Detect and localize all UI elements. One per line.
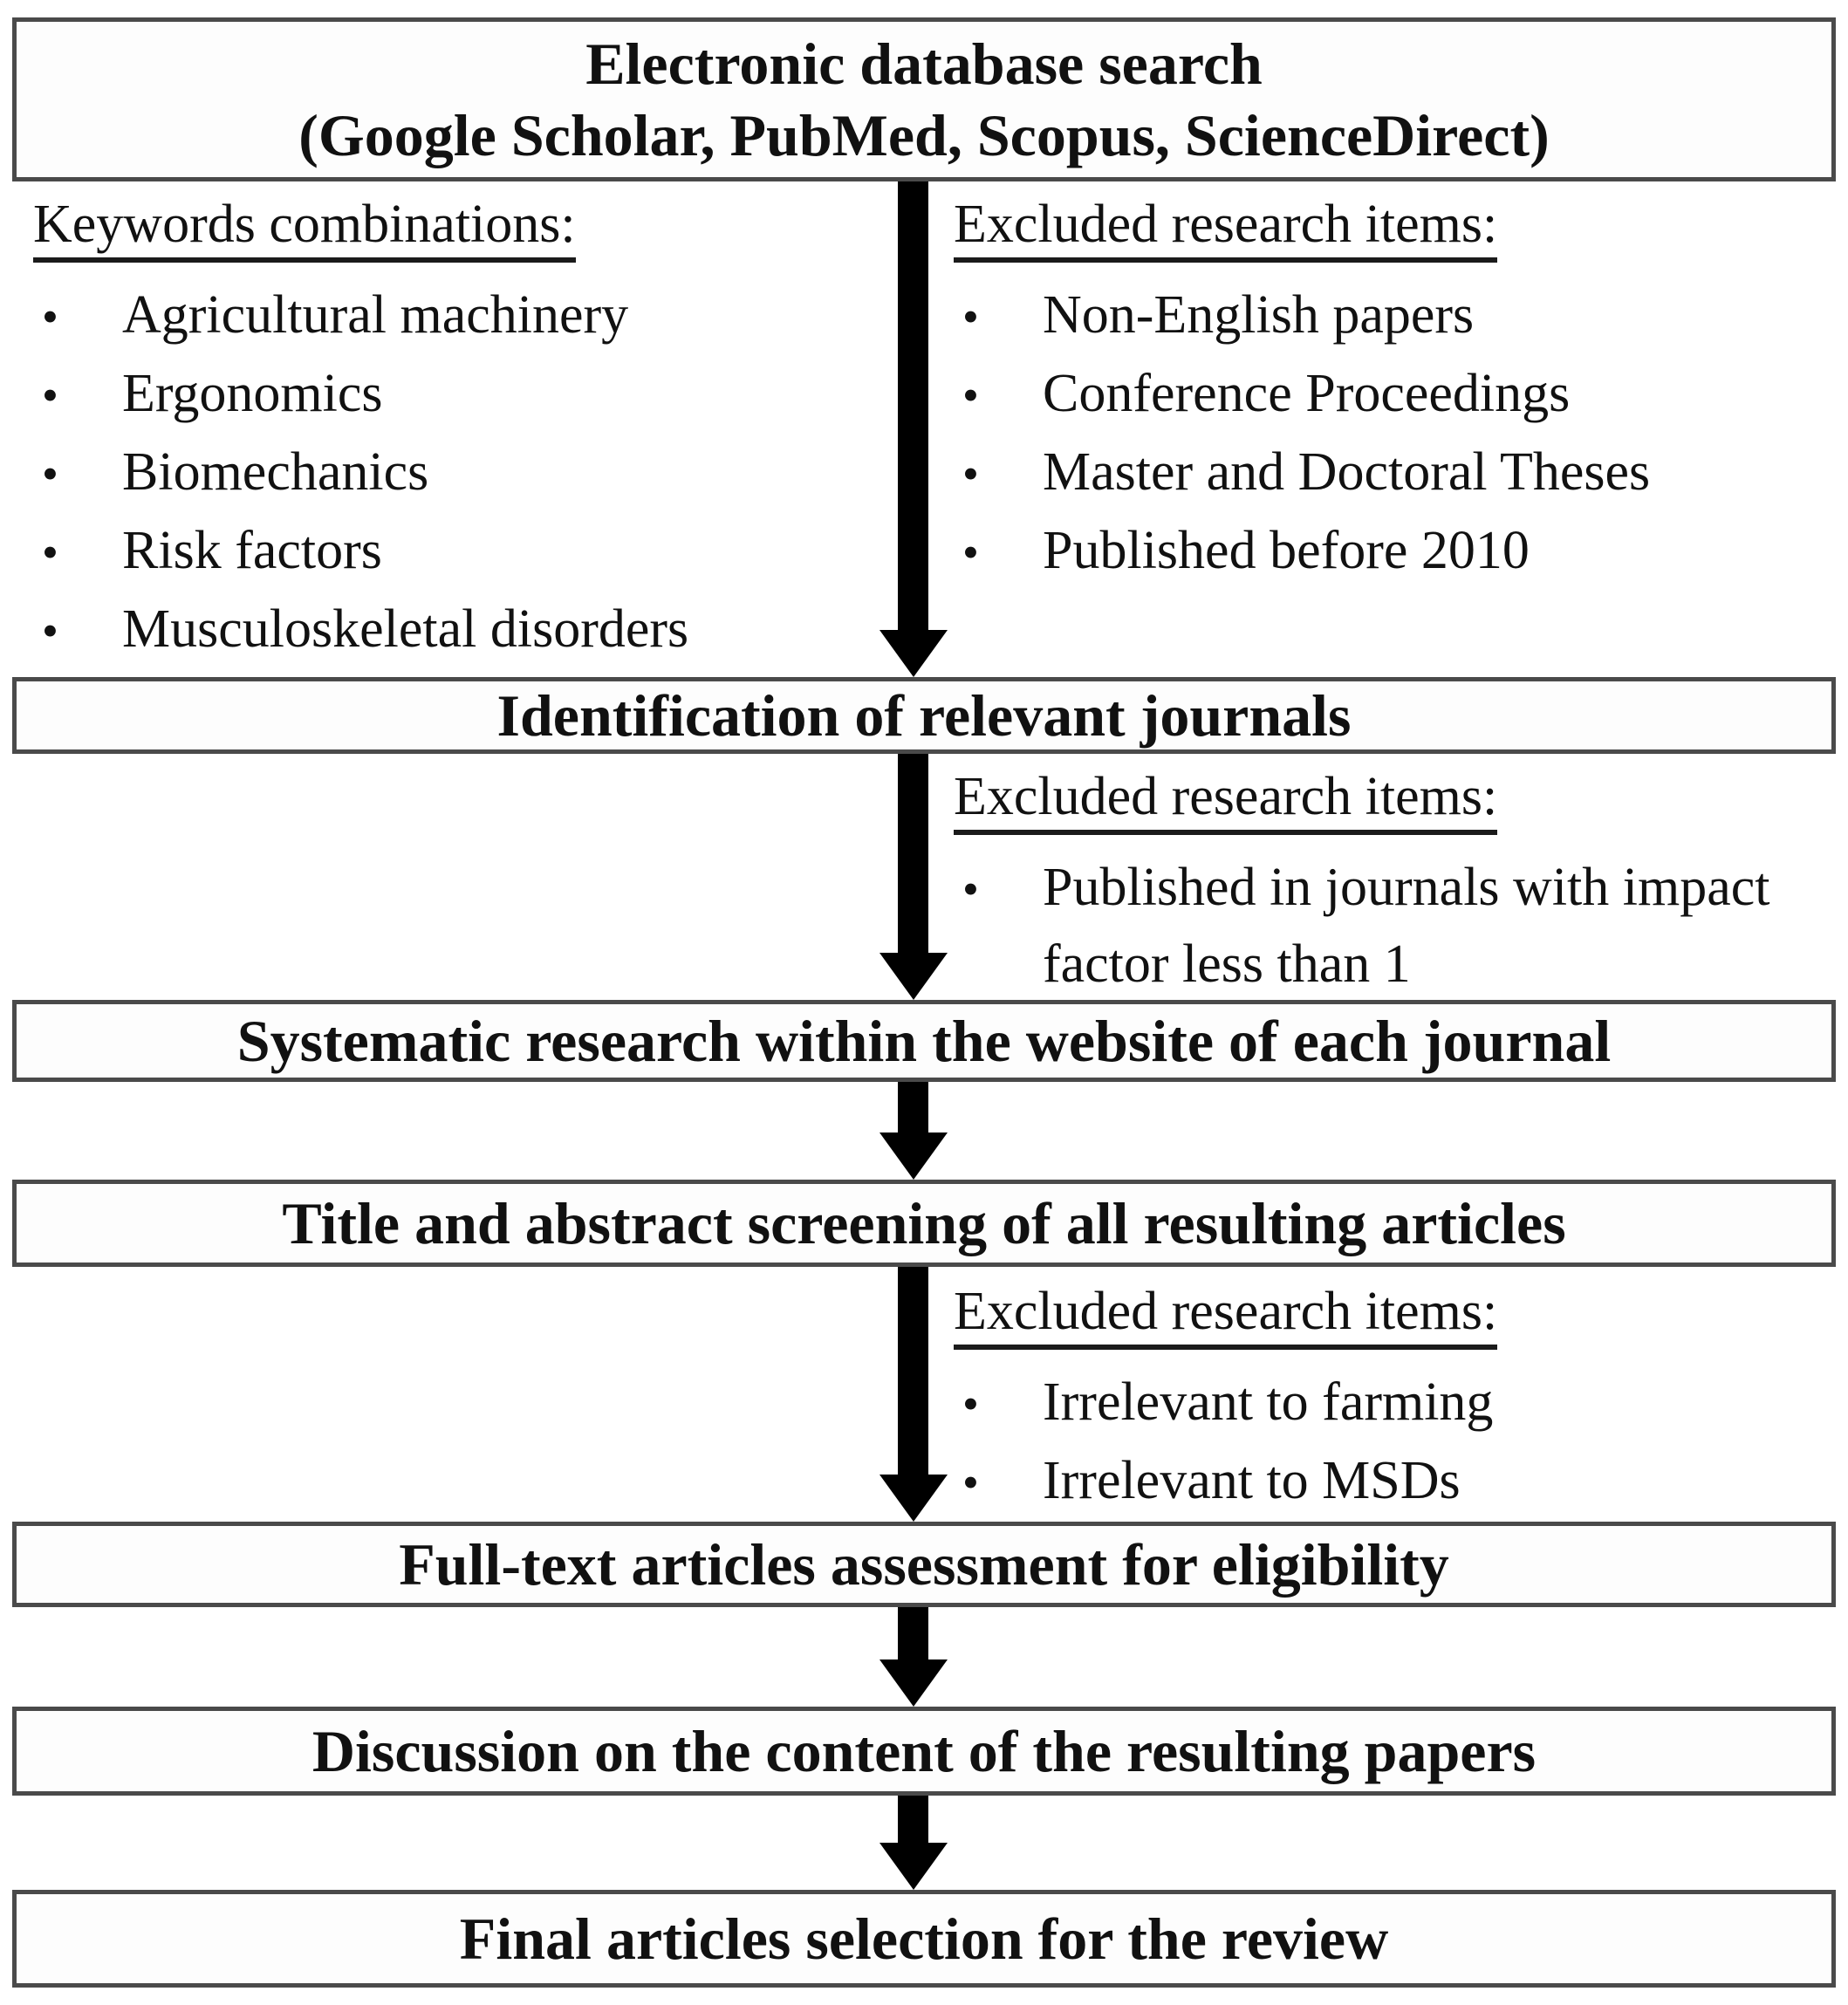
box-title: Systematic research within the website o… [236,1008,1612,1074]
flow-box-title-abstract-screening: Title and abstract screening of all resu… [12,1180,1836,1267]
list-item: • Published in journals with impact fact… [954,849,1778,1002]
bullet-icon: • [962,447,979,500]
bullet-icon: • [962,368,979,421]
arrow-head [880,953,948,1000]
box-title: Discussion on the content of the resulti… [311,1718,1537,1784]
box-title: Identification of relevant journals [496,682,1352,749]
excluded-items-initial-list: Excluded research items: • Non-English p… [954,194,1835,591]
list-item-label: Published in journals with impact factor… [1043,857,1770,994]
list-item: • Non-English papers [954,277,1835,355]
bullet-icon: • [962,862,979,915]
arrow-shaft [898,1607,928,1663]
keywords-list-items: • Agricultural machinery • Ergonomics • … [33,277,914,669]
box-title: Full-text articles assessment for eligib… [399,1531,1449,1598]
bullet-icon: • [42,290,58,343]
list-item: • Published before 2010 [954,512,1835,591]
arrow-head [880,1843,948,1890]
excluded-list-title: Excluded research items: [954,768,1498,835]
excluded-list-items: • Irrelevant to farming • Irrelevant to … [954,1364,1826,1521]
list-item: • Ergonomics [33,355,914,434]
list-item-label: Published before 2010 [1043,520,1530,580]
excluded-list-items: • Non-English papers • Conference Procee… [954,277,1835,591]
bullet-icon: • [42,604,58,657]
list-item: • Biomechanics [33,434,914,512]
list-item-label: Conference Proceedings [1043,363,1571,423]
flow-box-identification-journals: Identification of relevant journals [12,677,1836,754]
box-title-line-2: (Google Scholar, PubMed, Scopus, Science… [298,102,1550,168]
list-item-label: Risk factors [122,520,382,580]
bullet-icon: • [962,525,979,578]
list-item-label: Non-English papers [1043,284,1475,345]
excluded-items-screening-list: Excluded research items: • Irrelevant to… [954,1281,1826,1521]
list-item: • Musculoskeletal disorders [33,591,914,669]
bullet-icon: • [962,1377,979,1430]
list-item: • Master and Doctoral Theses [954,434,1835,512]
arrow-shaft [898,181,928,633]
list-item-label: Irrelevant to MSDs [1043,1450,1461,1510]
box-title: Final articles selection for the review [459,1906,1389,1972]
flow-box-systematic-research: Systematic research within the website o… [12,1000,1836,1082]
list-item-label: Musculoskeletal disorders [122,599,689,659]
bullet-icon: • [962,290,979,343]
excluded-list-items: • Published in journals with impact fact… [954,849,1778,1002]
flow-box-fulltext-assessment: Full-text articles assessment for eligib… [12,1522,1836,1607]
arrow-head [880,1475,948,1522]
arrow-shaft [898,1796,928,1846]
excluded-list-title: Excluded research items: [954,1283,1498,1350]
list-item: • Risk factors [33,512,914,591]
arrow-head [880,630,948,677]
bullet-icon: • [962,1455,979,1509]
arrow-head [880,1659,948,1707]
bullet-icon: • [42,368,58,421]
list-item: • Irrelevant to MSDs [954,1442,1826,1521]
bullet-icon: • [42,447,58,500]
list-item-label: Master and Doctoral Theses [1043,441,1651,502]
list-item-label: Irrelevant to farming [1043,1372,1494,1432]
bullet-icon: • [42,525,58,578]
flow-box-final-selection: Final articles selection for the review [12,1890,1836,1988]
keywords-list-title: Keywords combinations: [33,195,576,263]
list-item-label: Agricultural machinery [122,284,629,345]
arrow-shaft [898,754,928,956]
flow-box-discussion: Discussion on the content of the resulti… [12,1707,1836,1796]
arrow-shaft [898,1267,928,1478]
excluded-items-journals-list: Excluded research items: • Published in … [954,766,1778,1002]
list-item: • Conference Proceedings [954,355,1835,434]
list-item: • Agricultural machinery [33,277,914,355]
arrow-shaft [898,1082,928,1136]
list-item-label: Biomechanics [122,441,429,502]
excluded-list-title: Excluded research items: [954,195,1498,263]
box-title: Title and abstract screening of all resu… [282,1190,1566,1256]
flow-box-electronic-database-search: Electronic database search (Google Schol… [12,17,1836,181]
list-item: • Irrelevant to farming [954,1364,1826,1442]
box-title-line-1: Electronic database search [585,31,1263,97]
arrow-head [880,1133,948,1180]
keywords-combinations-list: Keywords combinations: • Agricultural ma… [33,194,914,669]
list-item-label: Ergonomics [122,363,383,423]
